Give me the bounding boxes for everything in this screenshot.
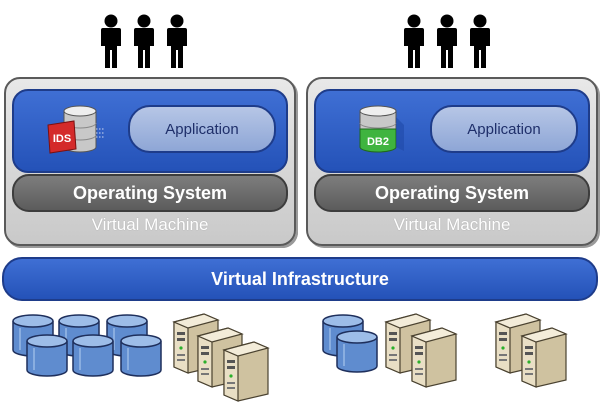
person-icon (97, 14, 125, 68)
database-label: DB2 (367, 136, 389, 148)
virtual-machine-label: Virtual Machine (91, 215, 209, 234)
operating-system-layer: Operating System (314, 174, 590, 212)
database-label: IDS (53, 133, 71, 145)
users-group-vm1 (97, 14, 191, 68)
person-icon (130, 14, 158, 68)
virtual-infrastructure-bar: Virtual Infrastructure (2, 257, 598, 301)
application-layer: IDS Application (12, 89, 288, 173)
person-icon (433, 14, 461, 68)
disk-icon (120, 334, 162, 378)
disk-icon (26, 334, 68, 378)
virtual-machine-2: DB2 Application Operating System Virtual… (306, 77, 598, 246)
server-icon (410, 326, 458, 388)
users-group-vm2 (400, 14, 494, 68)
server-icon (520, 326, 568, 388)
application-pill: Application (128, 105, 276, 153)
person-icon (400, 14, 428, 68)
person-icon (163, 14, 191, 68)
database-icon: IDS (47, 105, 104, 154)
database-icon: DB2 (359, 105, 404, 153)
virtual-machine-label: Virtual Machine (393, 215, 511, 234)
person-icon (466, 14, 494, 68)
application-layer: DB2 Application (314, 89, 590, 173)
virtual-machine-1: IDS Application Operating System Virtual… (4, 77, 296, 246)
application-pill: Application (430, 105, 578, 153)
disk-icon (72, 334, 114, 378)
server-icon (222, 340, 270, 402)
disk-icon (336, 330, 378, 374)
operating-system-layer: Operating System (12, 174, 288, 212)
